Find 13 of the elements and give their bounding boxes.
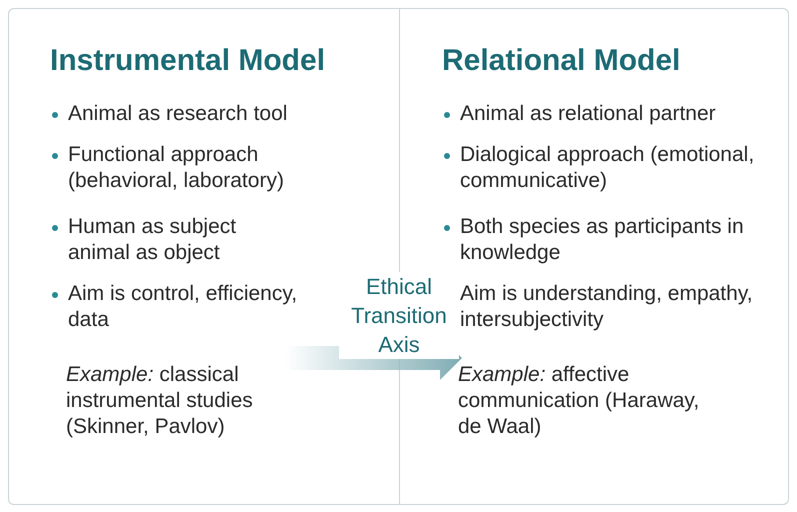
example-text: Example: classical instrumental studies (Skinner, Pavlov) bbox=[66, 362, 254, 440]
bullet-text: Both species as participants in knowledge bbox=[460, 214, 745, 266]
axis-label: Ethical Transition Axis bbox=[339, 272, 459, 359]
bullet-text: Human as subject animal as object bbox=[68, 214, 238, 266]
bullet-text: Aim is control, efficiency, data bbox=[68, 281, 298, 333]
bullet-text: Animal as research tool bbox=[68, 101, 288, 127]
column-title: Instrumental Model bbox=[50, 43, 326, 79]
example-text: Example: affective communication (Haraway, de Waal) bbox=[458, 362, 700, 440]
bullet-text: Functional approach (behavioral, laboratory) bbox=[68, 142, 285, 194]
bullet-text: Animal as relational partner bbox=[460, 101, 717, 127]
column-title: Relational Model bbox=[442, 43, 680, 79]
bullet-text: Dialogical approach (emotional, communicative) bbox=[460, 142, 756, 194]
bullet-text: Aim is understanding, empathy, intersubjectivity bbox=[460, 281, 754, 333]
